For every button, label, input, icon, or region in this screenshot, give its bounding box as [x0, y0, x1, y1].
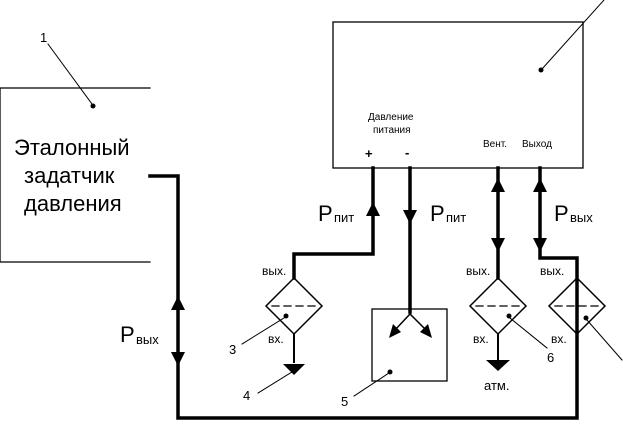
filter-6: вых. вх. 6 атм. [466, 264, 554, 393]
reference-setter-line1: Эталонный [14, 135, 130, 160]
p-pit-right-sub: пит [446, 210, 466, 225]
supply-label-line1: Давление [368, 112, 414, 123]
p-out-right-sub: вых [570, 210, 593, 225]
reference-output-line: P вых [120, 166, 579, 420]
filter-6-out-label: вых. [466, 264, 490, 278]
supply-plus-line: P пит [292, 166, 380, 280]
callout-5-number: 5 [341, 394, 348, 409]
atm-label: атм. [484, 378, 509, 393]
p-pit-left-sub: пит [334, 210, 354, 225]
p-out-left-sub: вых [136, 332, 159, 347]
output-line-arrows: P вых [533, 178, 593, 252]
supply-minus-line: P пит [403, 166, 466, 314]
callout-6-number: 6 [547, 350, 554, 365]
p-pit-left-letter: P [318, 201, 333, 226]
box-5: 5 [341, 308, 448, 409]
minus-port-label: - [405, 145, 409, 160]
filter-output-out-label: вых. [540, 264, 564, 278]
callout-1-number: 1 [40, 30, 47, 45]
output-port-label: Выход [522, 139, 552, 150]
callout-3-number: 3 [229, 342, 236, 357]
reference-setter-box: Эталонный задатчик давления [0, 87, 151, 263]
filter-3-out-label: вых. [262, 264, 286, 278]
filter-3: вых. вх. 3 [229, 264, 324, 363]
plus-port-label: + [365, 146, 373, 161]
inlet-4: 4 [243, 364, 305, 403]
supply-label-line2: питания [373, 125, 411, 136]
vent-line [491, 166, 505, 280]
p-pit-right-letter: P [430, 201, 445, 226]
filter-3-in-label: вх. [268, 332, 284, 346]
reference-setter-line2: задатчик [24, 163, 115, 188]
p-out-left-letter: P [120, 322, 135, 347]
callout-4-number: 4 [243, 388, 250, 403]
filter-output: вых. вх. [540, 264, 623, 361]
vent-port-label: Вент. [483, 139, 507, 150]
p-out-right-letter: P [554, 201, 569, 226]
reference-setter-line3: давления [24, 191, 122, 216]
callout-1: 1 [40, 30, 96, 109]
filter-6-in-label: вх. [473, 332, 489, 346]
filter-output-in-label: вх. [551, 332, 567, 346]
device-box: Давление питания + - Вент. Выход [332, 0, 605, 169]
